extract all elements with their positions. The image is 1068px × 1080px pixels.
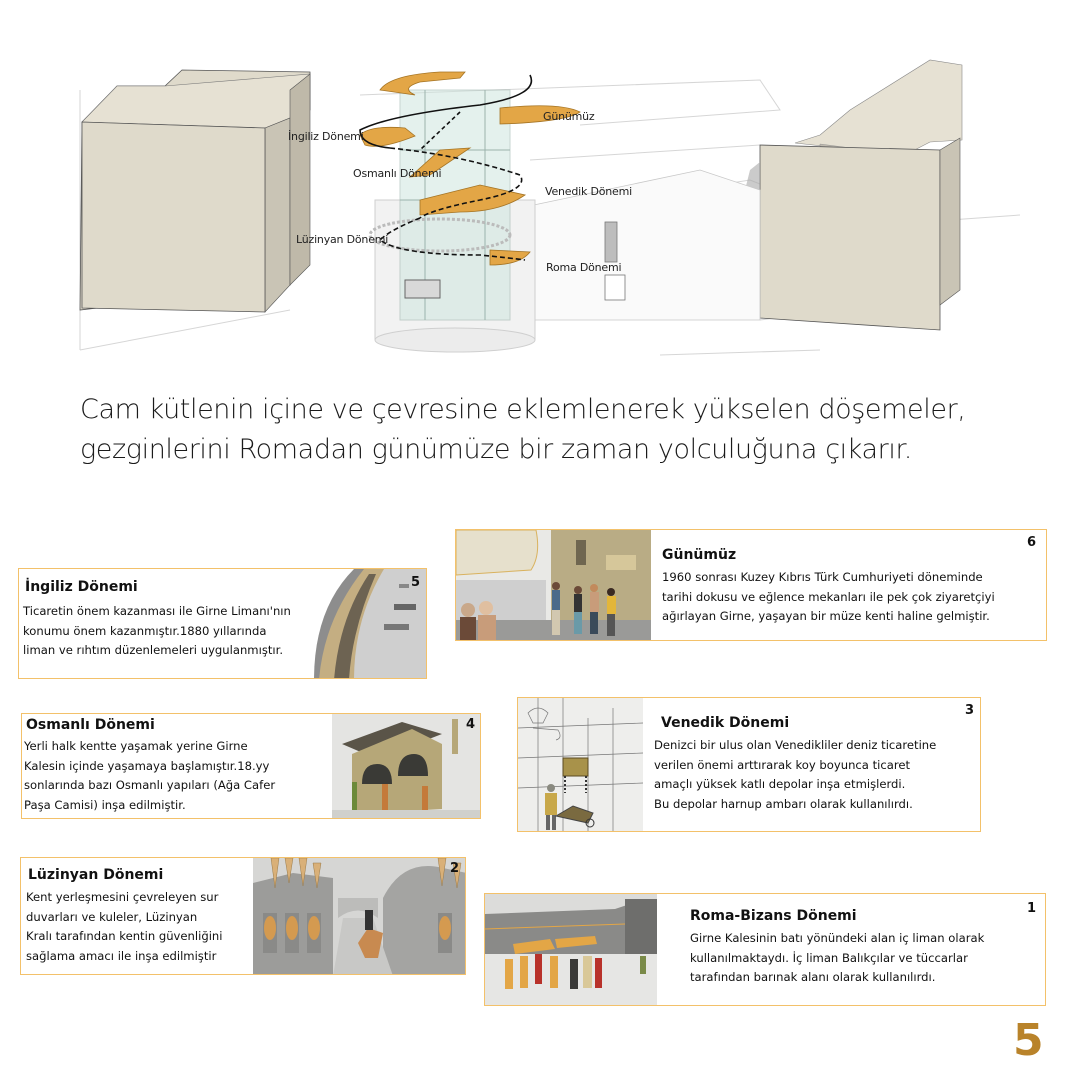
- period-card-roma-bizans: Roma-Bizans Dönemi Girne Kalesinin batı …: [484, 893, 1046, 1006]
- period-number: 3: [965, 703, 975, 718]
- period-title: Venedik Dönemi: [661, 715, 790, 731]
- label-osmanli: Osmanlı Dönemi: [353, 167, 442, 180]
- period-title: Roma-Bizans Dönemi: [690, 908, 857, 924]
- period-number: 6: [1027, 535, 1037, 550]
- period-card-gunumuz: Günümüz 1960 sonrası Kuzey Kıbrıs Türk C…: [455, 529, 1047, 641]
- period-description: Denizci bir ulus olan Venedikliler deniz…: [654, 738, 937, 811]
- period-description: Girne Kalesinin batı yönündeki alan iç l…: [690, 931, 985, 984]
- period-card-luzinyan: Lüzinyan Dönemi Kent yerleşmesini çevrel…: [20, 857, 466, 975]
- period-title: İngiliz Dönemi: [25, 579, 138, 595]
- floor-slabs: [359, 71, 581, 266]
- label-gunumuz: Günümüz: [543, 110, 595, 123]
- axonometric-drawing: [79, 59, 1021, 356]
- period-number: 2: [450, 861, 460, 876]
- period-title: Lüzinyan Dönemi: [28, 867, 164, 883]
- period-description: Ticaretin önem kazanması ile Girne Liman…: [23, 604, 291, 657]
- period-card-osmanli: Osmanlı Dönemi Yerli halk kentte yaşamak…: [21, 713, 481, 819]
- period-title: Osmanlı Dönemi: [26, 717, 155, 733]
- street-cafe-photo: [456, 530, 651, 640]
- period-title: Günümüz: [662, 547, 737, 563]
- period-description: Yerli halk kentte yaşamak yerine Girne K…: [24, 739, 276, 812]
- castle-gate-photo: [253, 858, 465, 974]
- warehouse-sketch: [518, 698, 643, 831]
- period-description: 1960 sonrası Kuzey Kıbrıs Türk Cumhuriye…: [662, 570, 995, 623]
- period-number: 4: [466, 717, 476, 732]
- harbour-market-photo: [485, 894, 657, 1005]
- caption-line-1: Cam kütlenin içine ve çevresine eklemlen…: [80, 394, 966, 425]
- period-card-ingiliz: İngiliz Dönemi Ticaretin önem kazanması …: [18, 568, 427, 679]
- harbour-photo: [294, 569, 426, 678]
- label-roma: Roma Dönemi: [546, 261, 622, 274]
- period-number: 1: [1027, 901, 1037, 916]
- page-number: 5: [1013, 1015, 1044, 1066]
- axonometric-diagram: Günümüz İngiliz Dönemi Osmanlı Dönemi Ve…: [60, 50, 1021, 370]
- label-ingiliz: İngiliz Dönemi: [288, 130, 364, 143]
- route-path: [359, 74, 533, 261]
- caption-line-2: gezginlerini Romadan günümüze bir zaman …: [80, 434, 912, 465]
- label-venedik: Venedik Dönemi: [545, 185, 632, 198]
- period-description: Kent yerleşmesini çevreleyen sur duvarla…: [26, 890, 223, 963]
- label-luzinyan: Lüzinyan Dönemi: [296, 233, 389, 246]
- period-card-venedik: Venedik Dönemi Denizci bir ulus olan Ven…: [517, 697, 981, 832]
- mosque-photo: [332, 714, 480, 818]
- period-number: 5: [411, 575, 421, 590]
- left-building: [79, 69, 311, 313]
- central-facade: [509, 169, 761, 321]
